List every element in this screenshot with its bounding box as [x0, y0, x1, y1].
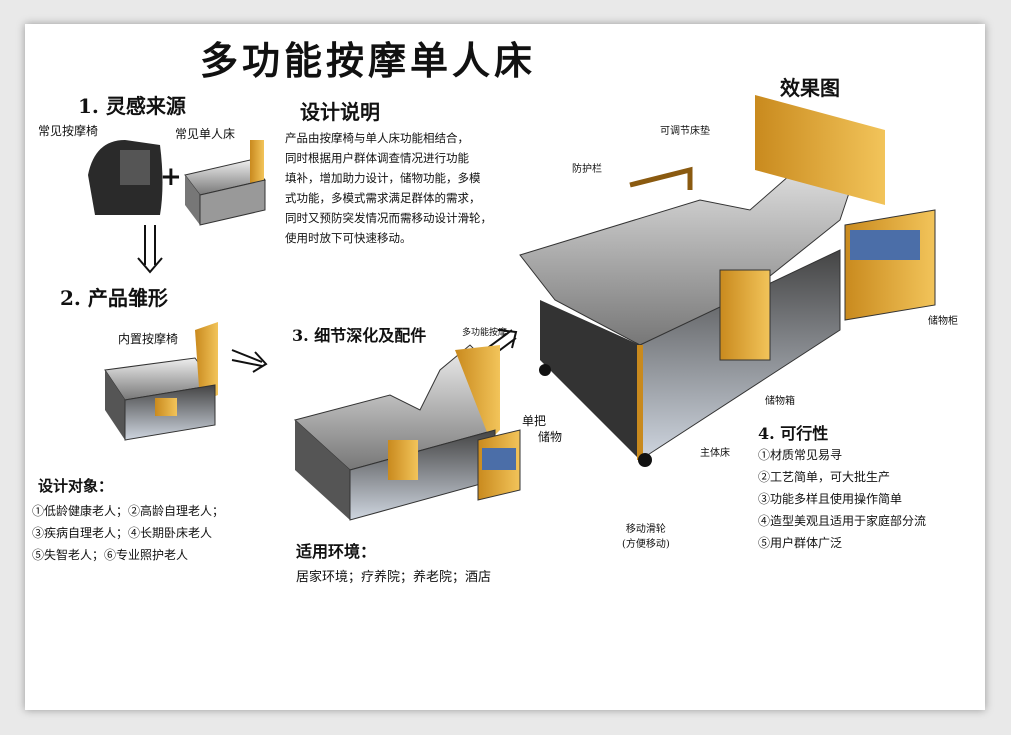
storage-label: 储物 — [538, 430, 563, 444]
feasibility-line: ⑤用户群体广泛 — [758, 536, 843, 550]
targets-list: ①低龄健康老人；②高龄自理老人； ③疾病自理老人；④长期卧床老人 ⑤失智老人；⑥… — [32, 500, 224, 566]
feasibility-line: ②工艺简单，可大批生产 — [758, 470, 891, 484]
cabinet-label: 储物柜 — [928, 316, 958, 327]
target-line: ⑤失智老人；⑥专业照护老人 — [32, 548, 189, 562]
prototype-bed-sketch — [104, 322, 218, 441]
massage-chair-sketch — [88, 140, 163, 215]
note-line: 式功能，多模式需求满足群体的需求， — [285, 191, 481, 205]
detail-bed-sketch — [293, 344, 521, 521]
effect-heading: 效果图 — [780, 76, 840, 100]
effect-bed-sketch — [519, 95, 936, 467]
target-line: ③疾病自理老人；④长期卧床老人 — [32, 526, 213, 540]
right-arrow — [231, 349, 268, 373]
single-label: 单把 — [522, 414, 547, 428]
down-arrow — [137, 225, 163, 274]
target-line: ①低龄健康老人；②高龄自理老人； — [32, 504, 225, 518]
feasibility-line: ①材质常见易寻 — [758, 448, 843, 462]
note-line: 填补，增加助力设计，储物功能，多模 — [285, 171, 481, 185]
massage-label: 多功能按摩 — [462, 328, 508, 338]
feasibility-line: ③功能多样且使用操作简单 — [758, 492, 903, 506]
feasibility-heading: 4. 可行性 — [758, 424, 829, 443]
box-label: 储物箱 — [765, 396, 795, 407]
environment-text: 居家环境；疗养院；养老院；酒店 — [296, 570, 492, 585]
note-line: 同时又预防突发情况而需移动设计滑轮， — [285, 211, 492, 225]
note-line: 产品由按摩椅与单人床功能相结合， — [285, 131, 469, 145]
wheel-label: 移动滑轮 (方便移动) — [622, 524, 670, 550]
main-bed-label: 主体床 — [700, 448, 730, 459]
single-bed-sketch — [184, 140, 266, 226]
chair-label: 常见按摩椅 — [38, 124, 99, 138]
targets-heading: 设计对象： — [38, 477, 114, 495]
section3-heading: 3. 细节深化及配件 — [292, 326, 427, 345]
prototype-label: 内置按摩椅 — [118, 332, 179, 346]
design-note-heading: 设计说明 — [300, 100, 380, 124]
feasibility-list: ①材质常见易寻 ②工艺简单，可大批生产 ③功能多样且使用操作简单 ④造型美观且适… — [758, 444, 926, 554]
mattress-label: 可调节床垫 — [660, 126, 710, 137]
environment-heading: 适用环境： — [296, 542, 377, 561]
page-title: 多功能按摩单人床 — [200, 38, 537, 83]
rail-label: 防护栏 — [572, 164, 602, 175]
note-line: 使用时放下可快速移动。 — [285, 231, 412, 245]
design-note-body: 产品由按摩椅与单人床功能相结合， 同时根据用户群体调查情况进行功能 填补，增加助… — [285, 128, 530, 248]
note-line: 同时根据用户群体调查情况进行功能 — [285, 151, 469, 165]
bed-label: 常见单人床 — [175, 127, 236, 141]
plus-sign: + — [160, 162, 182, 192]
section1-heading: 1. 灵感来源 — [78, 94, 186, 118]
section2-heading: 2. 产品雏形 — [60, 286, 168, 310]
feasibility-line: ④造型美观且适用于家庭部分流 — [758, 514, 927, 528]
